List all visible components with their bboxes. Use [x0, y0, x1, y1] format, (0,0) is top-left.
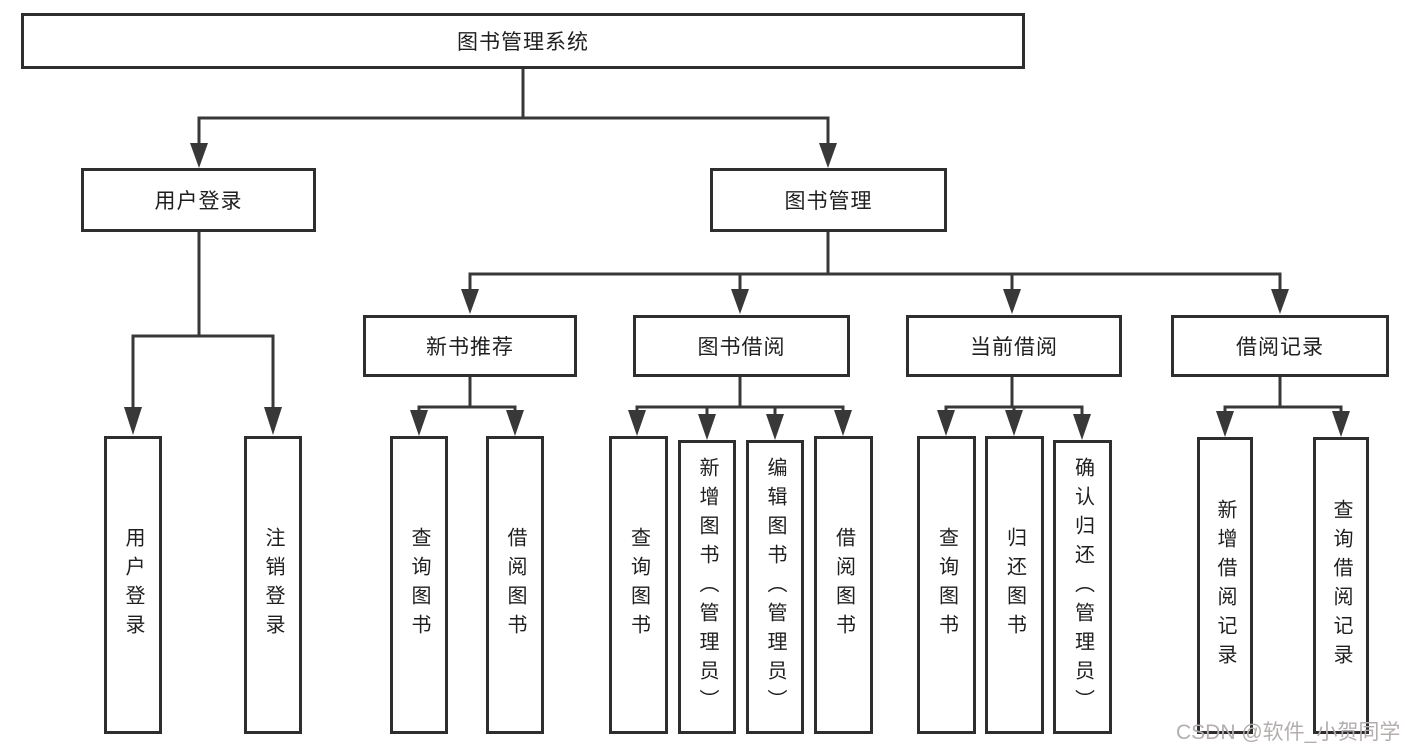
leaf-logout: 注销登录	[244, 436, 302, 734]
node-new-book-recommend: 新书推荐	[363, 315, 577, 377]
leaf-label: 用户登录	[122, 527, 144, 643]
arrowhead	[731, 289, 749, 314]
leaf-label: 借阅图书	[832, 527, 855, 643]
leaf-label: 确认归还（管理员）	[1071, 456, 1094, 718]
node-library-management-system: 图书管理系统	[21, 13, 1025, 69]
leaf-borrow-books: 借阅图书	[814, 436, 873, 734]
current-borrow-children-connector	[937, 377, 1091, 440]
leaf-confirm-return-admin: 确认归还（管理员）	[1053, 440, 1112, 734]
node-book-management: 图书管理	[710, 168, 947, 232]
leaf-edit-books-admin: 编辑图书（管理员）	[746, 440, 804, 734]
arrowhead	[766, 414, 784, 440]
node-borrow-records: 借阅记录	[1171, 315, 1389, 377]
leaf-query-borrow-record: 查询借阅记录	[1313, 437, 1369, 734]
arrowhead	[1005, 410, 1023, 436]
arrowhead	[1003, 289, 1021, 314]
leaf-add-borrow-record: 新增借阅记录	[1197, 437, 1253, 734]
leaf-label: 编辑图书（管理员）	[764, 456, 786, 718]
node-book-borrow: 图书借阅	[633, 315, 850, 377]
book-borrow-children-connector	[628, 377, 852, 440]
arrowhead	[190, 143, 208, 168]
arrowhead	[628, 410, 646, 436]
new-book-recommend-children-connector	[410, 377, 524, 436]
arrowhead	[1332, 411, 1350, 437]
leaf-label: 新增图书（管理员）	[696, 456, 718, 718]
arrowhead	[264, 407, 282, 435]
leaf-label: 查询图书	[935, 527, 958, 643]
leaf-return-books: 归还图书	[985, 436, 1044, 734]
arrowhead	[834, 410, 852, 436]
root-to-level2-connector	[190, 69, 837, 168]
user-login-children-connector	[124, 232, 282, 435]
leaf-label: 查询借阅记录	[1330, 498, 1352, 673]
arrowhead	[819, 143, 837, 168]
node-user-login: 用户登录	[81, 168, 316, 232]
leaf-label: 归还图书	[1003, 527, 1026, 643]
leaf-query-books: 查询图书	[609, 436, 668, 734]
leaf-label: 查询图书	[408, 527, 430, 643]
leaf-label: 注销登录	[262, 527, 284, 643]
arrowhead	[461, 289, 479, 314]
arrowhead	[937, 410, 955, 436]
leaf-user-login: 用户登录	[104, 436, 162, 734]
leaf-label: 查询图书	[627, 527, 650, 643]
leaf-query-books: 查询图书	[917, 436, 976, 734]
arrowhead	[698, 414, 716, 440]
arrowhead	[506, 410, 524, 436]
borrow-records-children-connector	[1216, 377, 1350, 437]
node-current-borrow: 当前借阅	[906, 315, 1122, 377]
arrowhead	[124, 407, 142, 435]
leaf-add-books-admin: 新增图书（管理员）	[678, 440, 736, 734]
book-management-children-connector	[461, 232, 1289, 314]
csdn-watermark: CSDN @软件_小贺同学	[1176, 721, 1401, 744]
arrowhead	[1216, 411, 1234, 437]
arrowhead	[410, 410, 428, 436]
leaf-query-books: 查询图书	[390, 436, 448, 734]
arrowhead	[1271, 289, 1289, 314]
leaf-label: 新增借阅记录	[1214, 498, 1236, 673]
leaf-label: 借阅图书	[504, 527, 526, 643]
leaf-borrow-books: 借阅图书	[486, 436, 544, 734]
arrowhead	[1073, 414, 1091, 440]
